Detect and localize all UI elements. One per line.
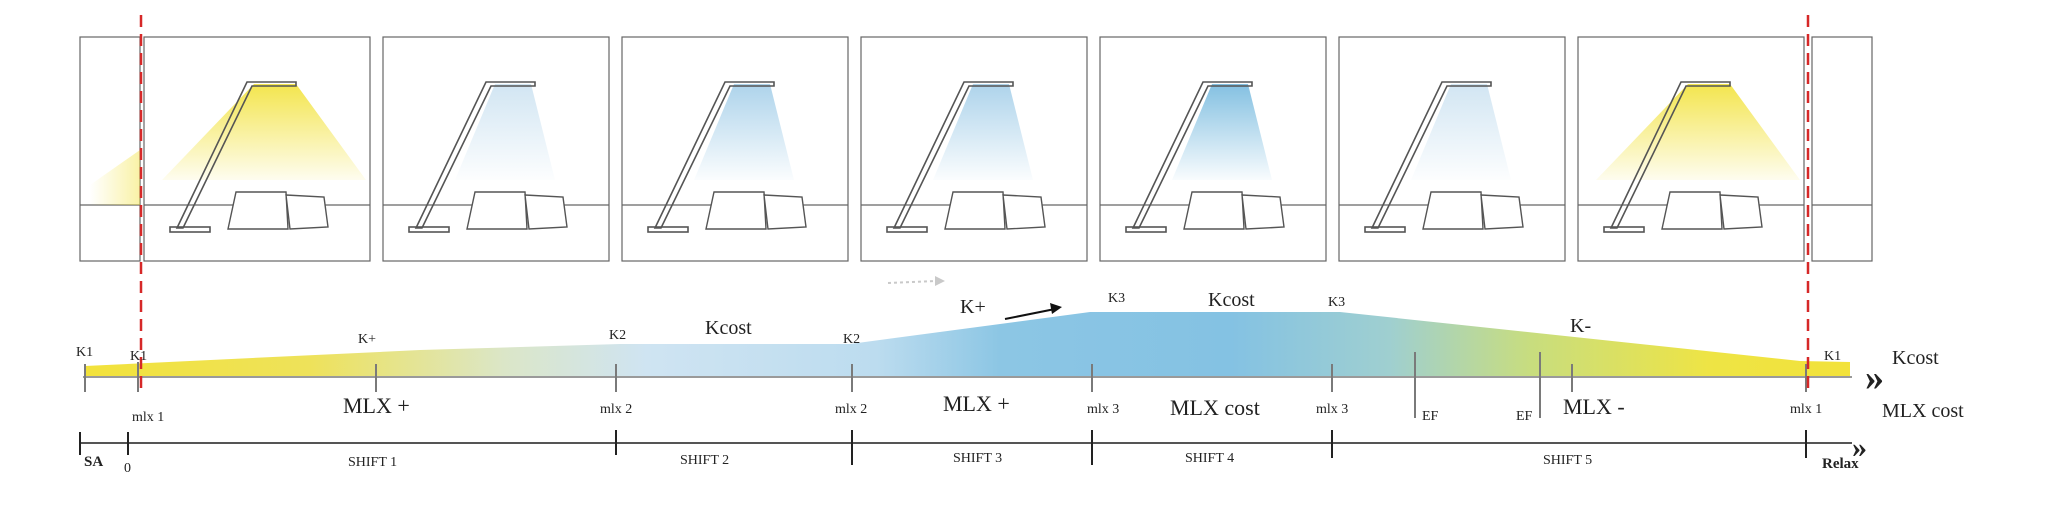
mlx-labels: mlx 1 MLX + mlx 2 mlx 2 MLX + mlx 3 MLX … bbox=[132, 391, 1964, 425]
desk-lamp bbox=[169, 81, 297, 233]
kplus-1-label: K+ bbox=[358, 332, 376, 347]
sa-label: SA bbox=[84, 454, 103, 470]
mlx-cost-end-label: MLX cost bbox=[1882, 400, 1964, 422]
k2-b-label: K2 bbox=[843, 332, 860, 347]
desk-lamp bbox=[408, 81, 536, 233]
panels-row bbox=[79, 36, 1873, 262]
end-chevrons: » » bbox=[1852, 357, 1884, 464]
kcost-1-label: Kcost bbox=[705, 317, 752, 339]
band-end-chevron: » bbox=[1865, 357, 1884, 399]
mlx1-left-label: mlx 1 bbox=[132, 410, 164, 425]
shift2-label: SHIFT 2 bbox=[680, 453, 729, 468]
k1-left-label: K1 bbox=[76, 345, 93, 360]
scene-panel bbox=[860, 36, 1088, 262]
faint-arrow bbox=[887, 276, 945, 286]
light-beam bbox=[455, 84, 555, 180]
shift4-label: SHIFT 4 bbox=[1185, 451, 1234, 466]
light-beam bbox=[1172, 84, 1272, 180]
mlx-cost-label: MLX cost bbox=[1170, 395, 1260, 420]
mlx3-b-label: mlx 3 bbox=[1316, 402, 1348, 417]
ef-1-label: EF bbox=[1422, 409, 1439, 424]
open-book bbox=[944, 191, 1046, 230]
timeline: SA 0 SHIFT 1 SHIFT 2 SHIFT 3 SHIFT 4 SHI… bbox=[79, 430, 1859, 476]
light-beam bbox=[1411, 84, 1511, 180]
kminus-label: K- bbox=[1570, 315, 1591, 337]
shift5-label: SHIFT 5 bbox=[1543, 453, 1592, 468]
partial-panel-right bbox=[1811, 36, 1873, 262]
open-book bbox=[705, 191, 807, 230]
light-level-band bbox=[83, 312, 1852, 378]
scene-panel bbox=[143, 36, 371, 262]
scene-panel bbox=[382, 36, 610, 262]
light-beam bbox=[162, 84, 366, 180]
open-book bbox=[1661, 191, 1763, 230]
shift1-label: SHIFT 1 bbox=[348, 455, 397, 470]
mlx-plus-1-label: MLX + bbox=[343, 393, 410, 418]
k3-b-label: K3 bbox=[1328, 295, 1345, 310]
k3-a-label: K3 bbox=[1108, 291, 1125, 306]
mlx2-a-label: mlx 2 bbox=[600, 402, 632, 417]
timeline-end-chevron: » bbox=[1852, 431, 1867, 464]
kplus-2-label: K+ bbox=[960, 296, 986, 318]
mlx-minus-label: MLX - bbox=[1563, 394, 1625, 419]
scene-panel bbox=[1099, 36, 1327, 262]
k-labels: K1 K1 K+ K2 Kcost K2 K+ K3 Kcost K3 K- K… bbox=[76, 289, 1939, 369]
relax-label: Relax bbox=[1822, 456, 1859, 472]
mlx-plus-2-label: MLX + bbox=[943, 391, 1010, 416]
scene-panel bbox=[621, 36, 849, 262]
trend-arrow bbox=[1004, 303, 1062, 320]
k2-a-label: K2 bbox=[609, 328, 626, 343]
kcost-2-label: Kcost bbox=[1208, 289, 1255, 311]
mlx2-b-label: mlx 2 bbox=[835, 402, 867, 417]
light-beam bbox=[1596, 84, 1800, 180]
light-beam bbox=[933, 84, 1033, 180]
desk-lamp bbox=[886, 81, 1014, 233]
open-book bbox=[1183, 191, 1285, 230]
desk-lamp bbox=[1125, 81, 1253, 233]
zero-label: 0 bbox=[124, 461, 131, 476]
open-book bbox=[1422, 191, 1524, 230]
mlx3-a-label: mlx 3 bbox=[1087, 402, 1119, 417]
partial-panel-left bbox=[79, 36, 141, 262]
mlx1-right-label: mlx 1 bbox=[1790, 402, 1822, 417]
desk-lamp bbox=[1603, 81, 1731, 233]
open-book bbox=[466, 191, 568, 230]
open-book bbox=[227, 191, 329, 230]
boundary-lines bbox=[139, 15, 1810, 392]
ef-2-label: EF bbox=[1516, 409, 1533, 424]
scene-panels bbox=[143, 36, 1805, 262]
k1-right-label: K1 bbox=[1824, 349, 1841, 364]
shift3-label: SHIFT 3 bbox=[953, 451, 1002, 466]
scene-panel bbox=[1577, 36, 1805, 262]
light-level-area bbox=[85, 312, 1850, 378]
scene-panel bbox=[1338, 36, 1566, 262]
desk-lamp bbox=[1364, 81, 1492, 233]
kcost-end-label: Kcost bbox=[1892, 347, 1939, 369]
desk-lamp bbox=[647, 81, 775, 233]
k1-second-label: K1 bbox=[130, 349, 147, 364]
light-beam bbox=[694, 84, 794, 180]
band-ticks bbox=[84, 352, 1807, 418]
